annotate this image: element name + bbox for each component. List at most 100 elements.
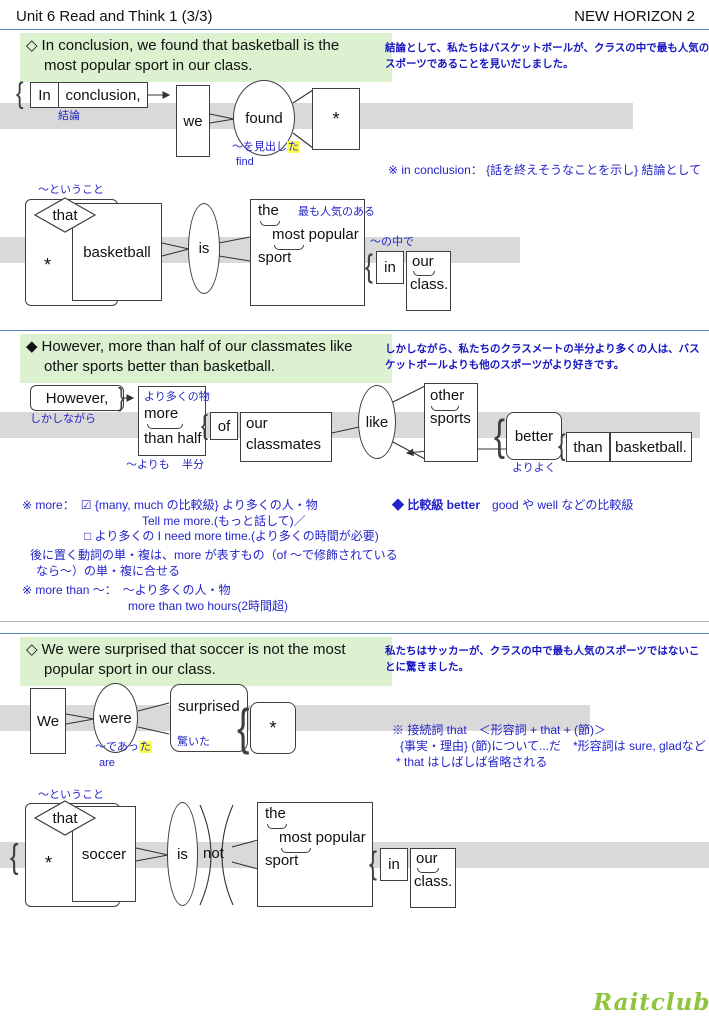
box-in-conclusion: In conclusion,	[30, 82, 148, 108]
note-more-5: なら〜）の単・複に合せる	[36, 564, 181, 578]
label-not: not	[203, 845, 224, 862]
label-sports: sports	[430, 410, 471, 427]
left-brace-icon: {	[365, 248, 374, 284]
gloss-naka-de-1: 〜の中で	[370, 236, 414, 248]
label-that-1: that	[52, 206, 78, 224]
sentence-3-line1: We were surprised that soccer is not the…	[41, 641, 346, 658]
box-other-sports	[424, 383, 478, 462]
label-that-2: that	[52, 809, 78, 827]
note-more-3: □ より多くの I need more time.(より多くの時間が必要)	[84, 529, 379, 543]
label-in-2: in	[388, 856, 400, 873]
verb-ellipse-found: found	[233, 80, 295, 156]
gloss-were-text: 〜であっ	[95, 741, 139, 753]
label-our-1: our	[412, 253, 434, 270]
label-star-1: *	[332, 108, 340, 129]
label-were: were	[99, 709, 132, 727]
label-clause-star-1: *	[44, 255, 52, 275]
label-like: like	[365, 413, 389, 431]
box-however: However,	[30, 385, 124, 411]
sentence-2: ◆However, more than half of our classmat…	[20, 334, 392, 383]
note-more-than-2: more than two hours(2時間超)	[128, 599, 289, 613]
right-brace-icon: }	[118, 382, 125, 412]
note-more-2: Tell me more.(もっと話して)／	[142, 514, 306, 528]
box-sport-phrase-2	[257, 802, 373, 907]
box-our-class-1	[406, 251, 451, 311]
box-of: of	[210, 412, 238, 440]
label-the-2: the	[265, 805, 286, 822]
note-that-3: * that はしばしば省略される	[396, 755, 548, 769]
note-that-2: {事実・理由} (節)について...だ *形容詞は sure, gladなど	[400, 739, 706, 753]
label-more: more	[144, 405, 179, 422]
label-is-2: is	[177, 845, 188, 863]
cell-in: In	[31, 83, 59, 107]
gloss-found-ta-highlight: た	[287, 141, 300, 153]
label-than: than	[573, 438, 603, 456]
label-sport-1: sport	[258, 249, 292, 266]
note-comparative-better-bold: ◆ 比較級 better	[392, 498, 481, 512]
verb-ellipse-like: like	[358, 385, 396, 459]
section3-rule	[0, 633, 709, 634]
note-in-conclusion: ※ in conclusion： {話を終えそうなことを示し} 結論として	[388, 163, 702, 177]
note-comparative-better: ◆ 比較級 better good や well などの比較級	[392, 498, 633, 512]
page-title: Unit 6 Read and Think 1 (3/3)	[16, 8, 213, 25]
bullet-diamond-outline: ◇	[26, 641, 38, 658]
left-brace-icon: {	[494, 411, 506, 460]
gloss-found-text: 〜を見出し	[232, 141, 287, 153]
clause-mark-1: 〜ということ	[38, 184, 104, 196]
translation-1-line2: スポーツであることを見いだしました。	[385, 58, 574, 71]
gloss-found: 〜を見出した	[232, 141, 300, 154]
gloss-most-popular-1: 最も人気のある	[298, 206, 375, 218]
box-our-classmates	[240, 412, 332, 462]
sentence-3-line2: popular sport in our class.	[44, 661, 216, 679]
sentence-1-line1: In conclusion, we found that basketball …	[41, 37, 340, 54]
sentence-1: ◇In conclusion, we found that basketball…	[20, 33, 392, 82]
box-in-1: in	[376, 251, 404, 284]
left-brace-icon: {	[237, 699, 250, 755]
verb-ellipse-is-2: is	[167, 802, 198, 906]
translation-3-line2: とに驚きました。	[385, 661, 469, 674]
label-class-1: class.	[410, 276, 449, 293]
label-of: of	[217, 417, 231, 435]
left-brace-icon: {	[16, 77, 24, 110]
label-surprised: surprised	[178, 698, 240, 715]
header-rule	[0, 29, 709, 30]
label-is-1: is	[198, 240, 210, 257]
gloss-were-ta-highlight: た	[138, 741, 152, 753]
sentence-3: ◇We were surprised that soccer is not th…	[20, 637, 392, 686]
label-our-2: our	[246, 415, 268, 432]
translation-1-line1: 結論として、私たちはバスケットボールが、クラスの中で最も人気の	[385, 42, 709, 54]
box-we: we	[176, 85, 210, 157]
section2-rule	[0, 330, 709, 331]
label-star-2: *	[269, 717, 277, 738]
label-than-half: than half	[144, 430, 202, 447]
box-object-star-2: *	[250, 702, 296, 754]
label-most-popular-2: most popular	[279, 829, 366, 846]
gloss-were: 〜であった	[95, 741, 152, 754]
that-diamond-1: that	[33, 197, 97, 233]
gloss-are: are	[99, 757, 115, 769]
gloss-hanbun: 半分	[182, 459, 204, 471]
label-basketball-2: basketball.	[615, 438, 687, 456]
box-better: better	[506, 412, 562, 460]
left-brace-icon: {	[369, 845, 378, 881]
bullet-diamond-outline: ◇	[26, 37, 38, 54]
verb-ellipse-were: were	[93, 683, 138, 753]
translation-2-line1: しかしながら、私たちのクラスメートの半分より多くの人は、バス	[385, 343, 700, 355]
note-that-1: ※ 接続詞 that ＜形容詞 + that + (節)＞	[392, 723, 607, 737]
label-our-3: our	[416, 850, 438, 867]
left-brace-icon: {	[10, 838, 19, 876]
gloss-surprised: 驚いた	[177, 736, 210, 748]
box-in-2: in	[380, 848, 408, 881]
gloss-find: find	[236, 156, 254, 168]
label-in-1: in	[384, 259, 396, 276]
underbrace	[147, 424, 183, 429]
box-we-2: We	[30, 688, 66, 754]
gloss-however: しかしながら	[30, 413, 96, 425]
label-found: found	[245, 109, 283, 127]
note-more-4: 後に置く動詞の単・複は、more が表すもの（of 〜で修飾されている	[30, 548, 398, 562]
box-than: than	[566, 432, 610, 462]
box-more-than-half	[138, 386, 206, 456]
box-our-class-2	[410, 848, 456, 908]
bullet-diamond-filled: ◆	[26, 338, 38, 355]
